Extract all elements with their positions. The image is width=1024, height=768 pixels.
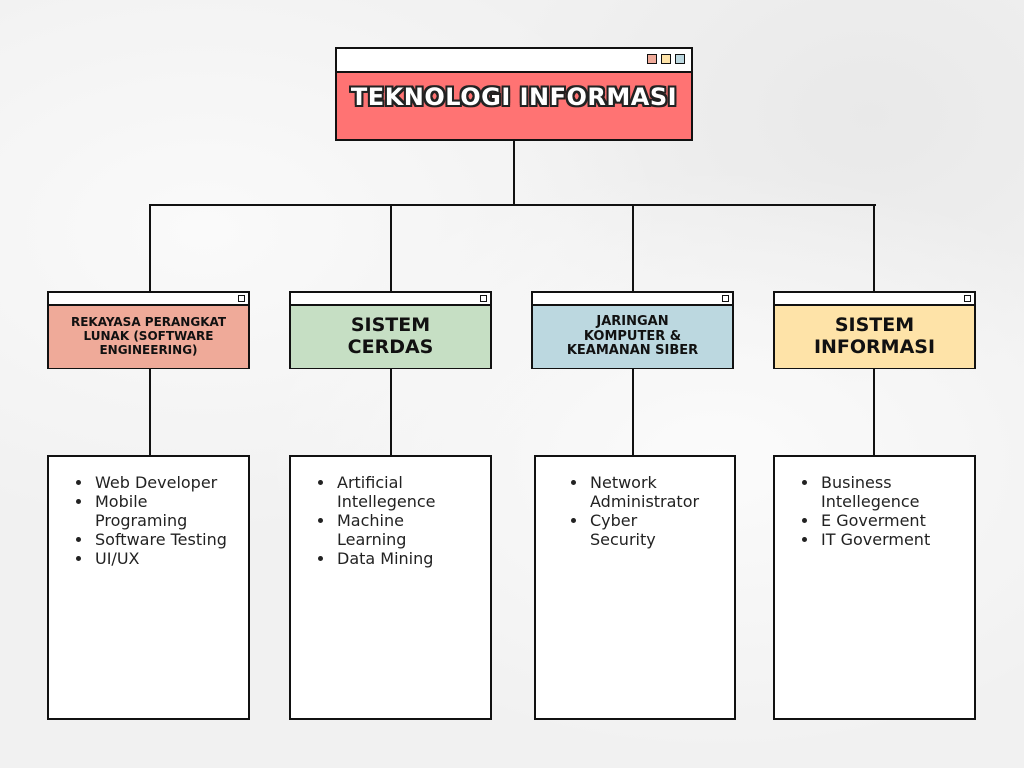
connector-list-1 — [149, 367, 151, 457]
node-sistem-cerdas: SISTEM CERDAS — [289, 291, 492, 369]
node-title: JARINGAN KOMPUTER & KEAMANAN SIBER — [533, 306, 732, 368]
list-item: Business Intellegence — [819, 473, 954, 511]
list-item: Software Testing — [93, 530, 248, 549]
connector-root — [513, 140, 515, 206]
list-item: Cyber Security — [588, 511, 704, 549]
root-node: TEKNOLOGI INFORMASI — [335, 47, 693, 141]
connector-list-4 — [873, 367, 875, 457]
window-dot-icon — [661, 54, 671, 64]
list-item: Mobile Programing — [93, 492, 248, 530]
list-sistem-cerdas: Artificial Intellegence Machine Learning… — [289, 455, 492, 720]
connector-list-3 — [632, 367, 634, 457]
connector-1 — [149, 204, 151, 292]
connector-4 — [873, 204, 875, 292]
list-item: UI/UX — [93, 549, 248, 568]
node-title: REKAYASA PERANGKAT LUNAK (SOFTWARE ENGIN… — [49, 306, 248, 368]
node-jaringan: JARINGAN KOMPUTER & KEAMANAN SIBER — [531, 291, 734, 369]
window-dot-icon — [238, 295, 245, 302]
list-item: Web Developer — [93, 473, 248, 492]
window-dot-icon — [647, 54, 657, 64]
window-dot-icon — [480, 295, 487, 302]
window-dot-icon — [675, 54, 685, 64]
connector-horizontal — [149, 204, 876, 206]
connector-list-2 — [390, 367, 392, 457]
list-rekayasa: Web Developer Mobile Programing Software… — [47, 455, 250, 720]
list-jaringan: Network Administrator Cyber Security — [534, 455, 736, 720]
list-item: Network Administrator — [588, 473, 704, 511]
list-item: Machine Learning — [335, 511, 460, 549]
node-title: SISTEM INFORMASI — [775, 306, 974, 368]
list-item: E Goverment — [819, 511, 954, 530]
list-item: Data Mining — [335, 549, 460, 568]
node-title: SISTEM CERDAS — [291, 306, 490, 368]
list-sistem-informasi: Business Intellegence E Goverment IT Gov… — [773, 455, 976, 720]
node-rekayasa: REKAYASA PERANGKAT LUNAK (SOFTWARE ENGIN… — [47, 291, 250, 369]
list-item: IT Goverment — [819, 530, 954, 549]
list-item: Artificial Intellegence — [335, 473, 460, 511]
connector-3 — [632, 204, 634, 292]
window-dot-icon — [722, 295, 729, 302]
window-dot-icon — [964, 295, 971, 302]
node-sistem-informasi: SISTEM INFORMASI — [773, 291, 976, 369]
connector-2 — [390, 204, 392, 292]
root-title: TEKNOLOGI INFORMASI — [337, 73, 691, 139]
